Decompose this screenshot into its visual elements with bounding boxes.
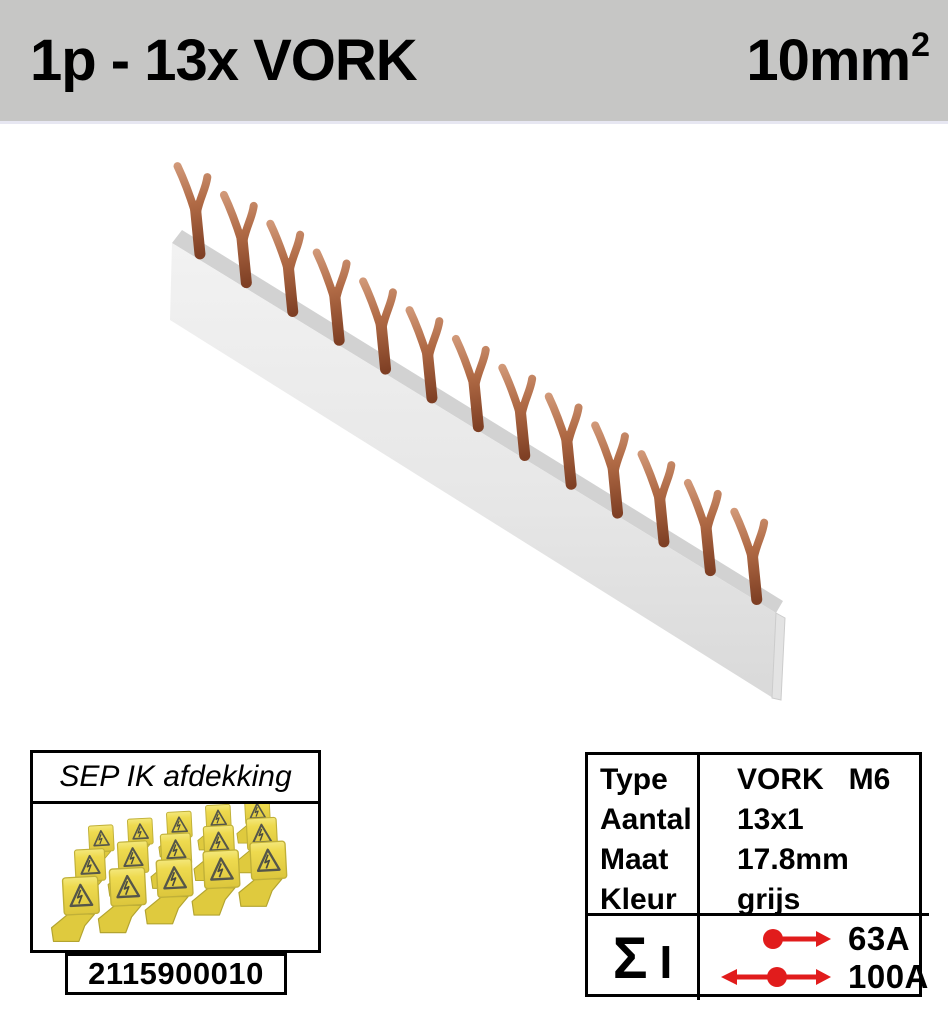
article-number-box: 2115900010 <box>65 953 287 995</box>
double-arrow-icon <box>721 967 831 987</box>
spec-label: Aantal <box>600 803 692 836</box>
rating-value: 100A <box>848 958 929 995</box>
spec-value: 17.8mm <box>737 843 849 876</box>
accessory-photo <box>50 804 288 943</box>
rail-front-face <box>170 243 776 698</box>
spec-label: Kleur <box>600 883 677 916</box>
current-symbol: I <box>659 935 673 988</box>
spec-value: 13x1 <box>737 803 804 836</box>
accessory-title: SEP IK afdekking <box>33 753 318 804</box>
spec-labels-cell: Type Aantal Maat Kleur <box>588 755 700 916</box>
product-photo <box>170 130 786 701</box>
article-number: 2115900010 <box>88 956 264 991</box>
header-bar: 1p - 13x VORK 10mm2 <box>0 0 948 124</box>
accessory-box: SEP IK afdekking <box>30 750 321 953</box>
rail-end-cap <box>771 612 786 701</box>
rating-row-63a: 63A <box>710 920 929 958</box>
spec-label: Type <box>600 763 668 796</box>
spec-values-cell: VORK M6 13x1 17.8mm grijs <box>700 755 929 916</box>
product-title: 1p - 13x VORK <box>30 28 418 93</box>
ratings-cell: 63A 100A <box>700 916 929 1000</box>
spec-table: Type Aantal Maat Kleur VORK M6 13x1 17.8… <box>585 752 929 1000</box>
rating-row-100a: 100A <box>710 958 929 996</box>
wire-size-value: 10mm <box>746 28 911 93</box>
cover-pieces <box>50 804 288 943</box>
fork-terminals <box>178 162 775 601</box>
sum-current-cell: Σ I <box>588 916 700 1000</box>
wire-size-label: 10mm2 <box>746 25 930 94</box>
spec-value: grijs <box>737 883 801 916</box>
single-arrow-icon <box>763 929 831 949</box>
sigma-symbol: Σ <box>612 925 648 991</box>
spec-label: Maat <box>600 843 669 876</box>
wire-size-exponent: 2 <box>911 25 930 64</box>
rating-value: 63A <box>848 920 911 957</box>
spec-value: VORK M6 <box>737 763 891 796</box>
